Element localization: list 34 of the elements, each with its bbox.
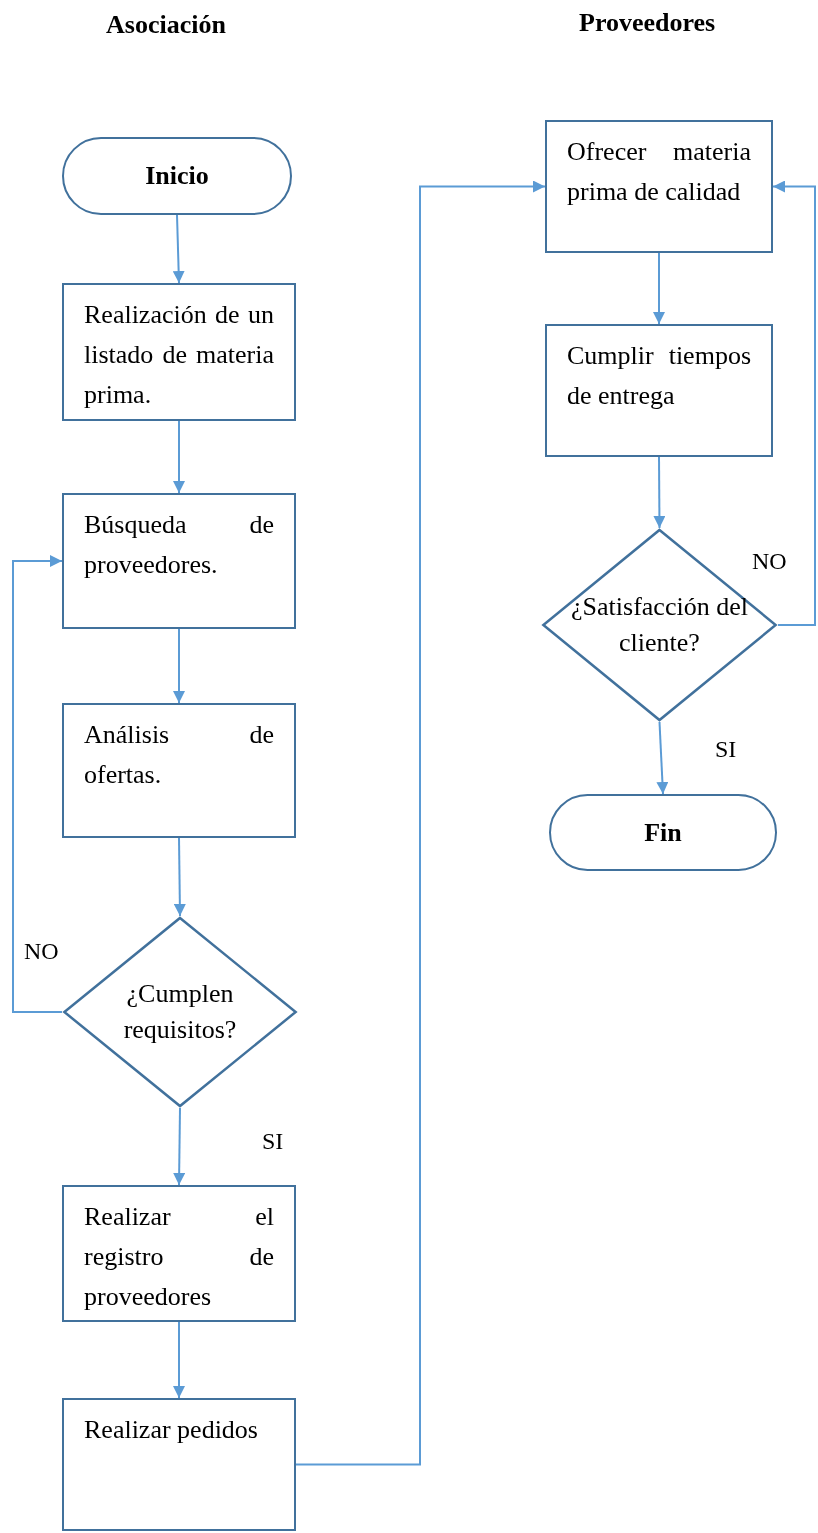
arrow [656,721,669,795]
arrow [173,1107,186,1186]
process-box [545,120,773,253]
process-text: Análisis de ofertas. [84,719,274,791]
decision-text: ¿Satisfacción del cliente? [570,591,749,659]
process-box [545,324,773,457]
arrow [12,555,63,1013]
decision-text: ¿Cumplen requisitos? [122,978,238,1046]
arrow [173,420,185,494]
column-heading: Asociación [106,10,226,40]
process-text: Realizar el registro de proveedores [84,1201,274,1313]
arrow [295,180,546,1466]
arrow [173,628,185,704]
arrow [653,252,665,325]
arrow [653,456,666,529]
terminal-text: Fin [644,816,682,849]
terminal-text: Inicio [145,160,209,192]
process-text: Cumplir tiempos de entrega [567,340,751,412]
terminal-shape [62,137,292,215]
process-text: Ofrecer materia prima de calidad [567,136,751,208]
arrow [173,1321,185,1399]
process-text: Búsqueda de proveedores. [84,509,274,581]
terminal-shape [549,794,777,871]
process-box [62,493,296,629]
process-box [62,703,296,838]
process-text: Realización de un listado de materia prima. [84,299,274,411]
process-box [62,1398,296,1531]
process-text: Realizar pedidos [84,1414,259,1446]
arrow [172,214,185,284]
process-box [62,283,296,421]
arrow [173,837,186,917]
column-heading: Proveedores [579,8,716,38]
arrow [772,180,816,626]
process-box [62,1185,296,1322]
